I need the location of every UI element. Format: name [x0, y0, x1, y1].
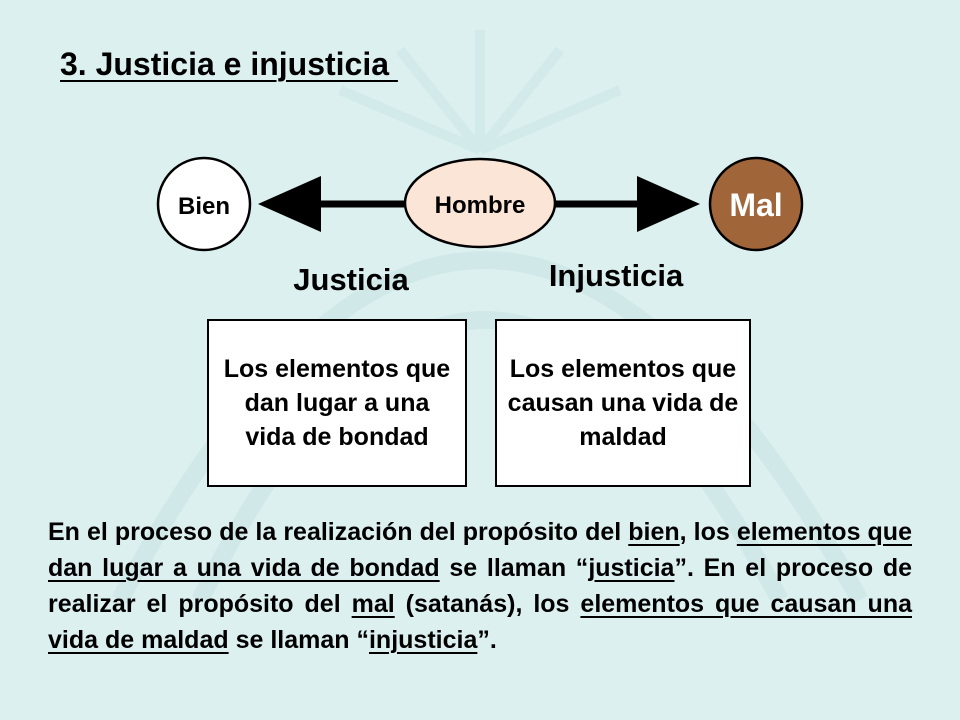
paragraph-underlined: injusticia	[368, 626, 478, 654]
paragraph-underlined: mal	[351, 590, 395, 618]
justice-diagram: Bien Hombre Mal	[156, 156, 804, 252]
paragraph-text: se llaman “	[228, 626, 369, 654]
injusticia-box-text: Los elementos que causan una vida de mal…	[507, 355, 739, 451]
paragraph-underlined: justicia	[588, 554, 675, 582]
mal-node	[708, 156, 804, 252]
justicia-box: Los elementos que dan lugar a una vida d…	[207, 319, 467, 487]
mal-label: Mal	[729, 187, 782, 223]
justicia-heading: Justicia	[293, 262, 409, 297]
hombre-node	[403, 157, 557, 249]
paragraph-text: , los	[679, 518, 737, 546]
bien-label: Bien	[178, 193, 230, 220]
justicia-box-text: Los elementos que dan lugar a una vida d…	[223, 355, 451, 451]
paragraph-underlined: bien	[628, 518, 680, 546]
page-title: 3. Justicia e injusticia	[60, 46, 398, 82]
paragraph-text: En el proceso de la realización del prop…	[48, 518, 629, 546]
injusticia-box: Los elementos que causan una vida de mal…	[495, 319, 751, 487]
paragraph-underlined: elementos que dan lugar a una vida de bo…	[48, 518, 912, 582]
paragraph-text: se llaman “	[439, 554, 589, 582]
hombre-label: Hombre	[435, 192, 526, 219]
paragraph-text: ”. En el proceso de realizar el propósit…	[48, 554, 912, 618]
explanation-paragraph: En el proceso de la realización del prop…	[48, 514, 912, 658]
injusticia-heading: Injusticia	[548, 258, 684, 293]
paragraph-text: (satanás), los	[394, 590, 581, 618]
paragraph-underlined: elementos que causan una vida de maldad	[48, 590, 912, 654]
bien-node	[156, 156, 252, 252]
paragraph-text: ”.	[477, 626, 497, 654]
